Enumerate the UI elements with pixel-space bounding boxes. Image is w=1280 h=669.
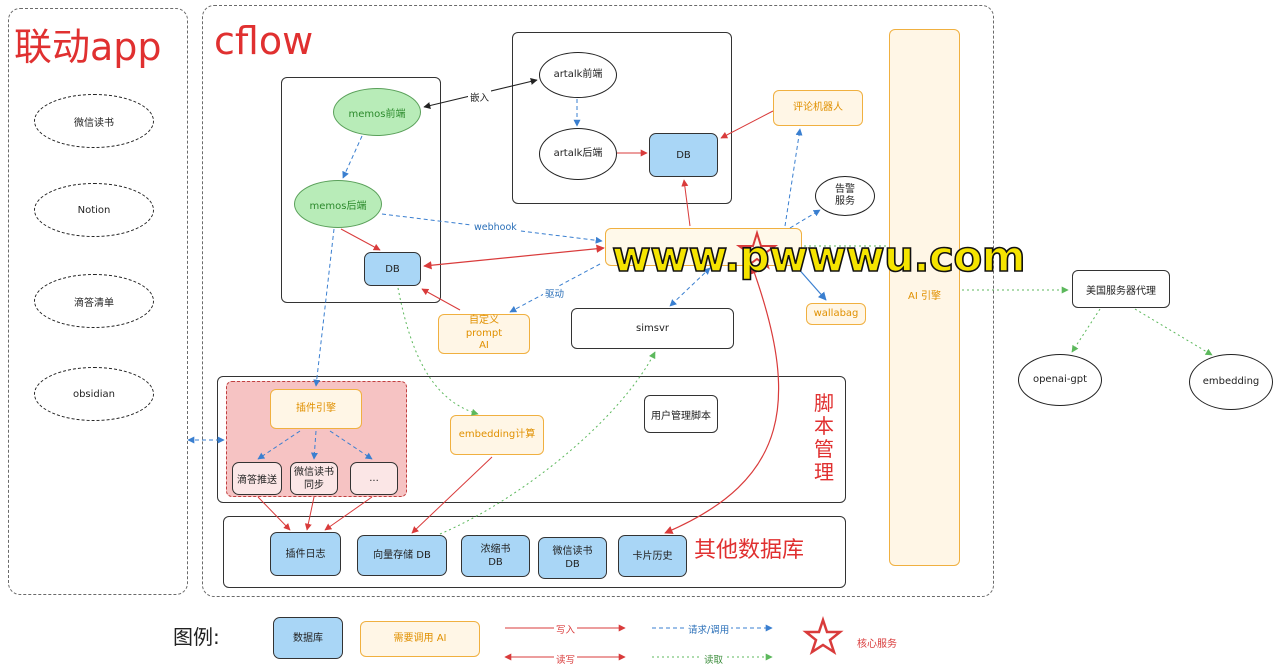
plugin-more[interactable]: ... xyxy=(350,462,398,495)
legend-read: 读取 xyxy=(702,652,726,666)
label-embed: 嵌入 xyxy=(468,90,492,104)
script-management-title: 脚本管理 xyxy=(814,391,834,484)
vector-store-db[interactable]: 向量存储 DB xyxy=(357,535,447,576)
memos-backend[interactable]: memos后端 xyxy=(294,180,382,228)
artalk-group xyxy=(512,32,732,204)
app-obsidian[interactable]: obsidian xyxy=(34,367,154,421)
legend-title: 图例: xyxy=(173,625,220,649)
cflow-title: cflow xyxy=(214,19,314,63)
summary-book-label: 浓缩书 DB xyxy=(480,544,511,568)
app-dida[interactable]: 滴答清单 xyxy=(34,274,154,328)
ai-engine[interactable]: AI 引擎 xyxy=(889,29,960,566)
artalk-db[interactable]: DB xyxy=(649,133,718,177)
legend-readwrite: 读写 xyxy=(554,652,578,666)
artalk-frontend[interactable]: artalk前端 xyxy=(539,52,617,98)
weread-sync[interactable]: 微信读书 同步 xyxy=(290,462,338,495)
openai-gpt[interactable]: openai-gpt xyxy=(1018,354,1102,406)
weread-sync-label: 微信读书 同步 xyxy=(294,466,334,491)
weread-db[interactable]: 微信读书 DB xyxy=(538,537,607,579)
artalk-backend[interactable]: artalk后端 xyxy=(539,128,617,180)
legend-core: 核心服务 xyxy=(857,639,897,650)
legend-core-star-icon xyxy=(802,616,844,655)
embedding-calc[interactable]: embedding计算 xyxy=(450,415,544,455)
user-management-script[interactable]: 用户管理脚本 xyxy=(644,395,718,433)
legend-request: 请求/调用 xyxy=(686,622,732,636)
label-drive: 驱动 xyxy=(543,286,567,300)
app-notion[interactable]: Notion xyxy=(34,183,154,237)
alert-service-label: 告警 服务 xyxy=(835,183,855,208)
us-proxy-server[interactable]: 美国服务器代理 xyxy=(1072,270,1170,308)
legend-write: 写入 xyxy=(554,622,578,636)
embedding-service[interactable]: embedding xyxy=(1189,354,1273,410)
edge-proxy-embedding xyxy=(1134,308,1213,356)
wallabag[interactable]: wallabag xyxy=(806,303,866,325)
memos-frontend[interactable]: memos前端 xyxy=(333,88,421,136)
other-db-title: 其他数据库 xyxy=(694,538,805,563)
linked-apps-panel xyxy=(8,8,188,595)
plugin-log-db[interactable]: 插件日志 xyxy=(270,532,341,576)
cflow-panel xyxy=(202,5,994,597)
summary-book-db[interactable]: 浓缩书 DB xyxy=(461,535,530,577)
dida-push[interactable]: 滴答推送 xyxy=(232,462,282,495)
watermark: www.pwwwu.com xyxy=(611,231,1026,282)
memos-db[interactable]: DB xyxy=(364,252,421,286)
legend-database: 数据库 xyxy=(273,617,343,659)
comment-bot[interactable]: 评论机器人 xyxy=(773,90,863,126)
edge-proxy-openai xyxy=(1071,308,1101,353)
custom-prompt-ai[interactable]: 自定义 prompt AI xyxy=(438,314,530,354)
linked-apps-title: 联动app xyxy=(14,25,162,69)
app-weread[interactable]: 微信读书 xyxy=(34,94,154,148)
custom-prompt-label: 自定义 prompt AI xyxy=(465,315,503,352)
simsvr[interactable]: simsvr xyxy=(571,308,734,349)
card-history-db[interactable]: 卡片历史 xyxy=(618,535,687,577)
label-webhook: webhook xyxy=(472,222,519,233)
legend-needs-ai: 需要调用 AI xyxy=(360,621,480,657)
plugin-engine[interactable]: 插件引擎 xyxy=(270,389,362,429)
alert-service[interactable]: 告警 服务 xyxy=(815,176,875,216)
weread-db-label: 微信读书 DB xyxy=(552,546,593,570)
